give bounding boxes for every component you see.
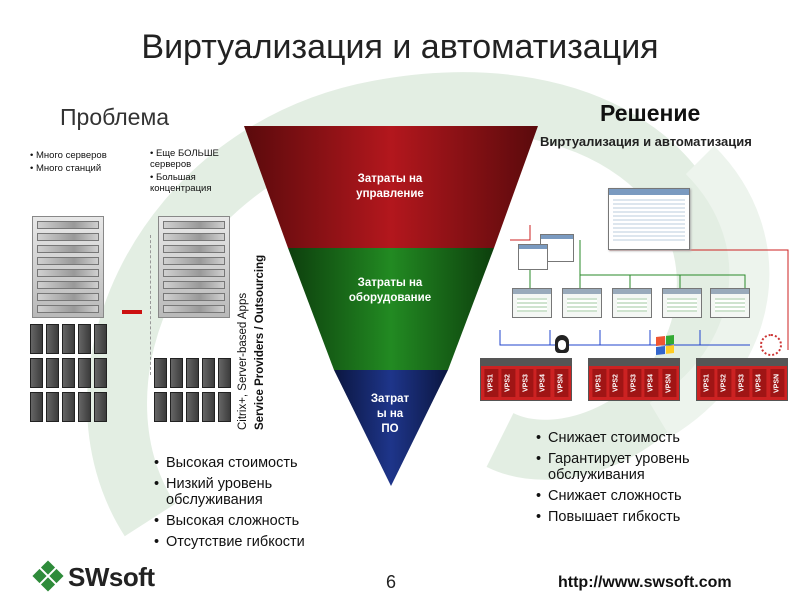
bullet-item: Снижает стоимость [534,430,774,446]
node-screenshot [710,288,750,318]
page-title: Виртуализация и автоматизация [0,28,800,67]
vps-label: VPS2 [501,369,515,397]
page-number: 6 [386,572,396,593]
problem-left-notes: Много серверов Много станций [30,150,140,176]
note-item: Еще БОЛЬШЕ серверов [150,148,242,170]
vps-label: VPS1 [700,369,714,397]
vps-label: VPS3 [627,369,641,397]
node-screenshot [612,288,652,318]
console-screenshot-small [518,244,548,270]
node-screenshot [512,288,552,318]
bullet-item: Высокая сложность [152,513,367,529]
swsoft-logo-text: SWsoft [68,562,155,593]
pyramid-top-label: Затраты на управление [350,172,430,202]
solution-subheading: Виртуализация и автоматизация [540,134,752,149]
node-screenshot [662,288,702,318]
swsoft-logo-icon [30,558,66,594]
linux-penguin-icon [555,335,569,353]
solution-heading: Решение [600,100,700,127]
vps-server-top [480,358,572,365]
solution-bullets: Снижает стоимость Гарантирует уровень об… [534,430,774,530]
divider-red-mark [122,310,142,314]
windows-logo-icon [656,335,674,355]
note-item: Много станций [30,163,140,174]
server-rack-icon [158,216,230,318]
note-item: Много серверов [30,150,140,161]
pyramid-bottom-label: Затрат ы на ПО [368,392,412,437]
pyramid-middle-segment [288,248,494,370]
vps-label: VPS4 [536,369,550,397]
vps-label: VPSN [662,369,676,397]
bullet-item: Снижает сложность [534,488,774,504]
problem-right-notes: Еще БОЛЬШЕ серверов Большая концентрация [150,148,242,196]
vps-server: VPS1 VPS2 VPS3 VPS4 VPSN [480,365,572,401]
vps-label: VPSN [554,369,568,397]
divider-line [150,235,151,375]
vps-label: VPS1 [592,369,606,397]
vps-server: VPS1 VPS2 VPS3 VPS4 VPSN [588,365,680,401]
problem-heading: Проблема [60,104,169,131]
vps-label: VPS3 [735,369,749,397]
node-screenshot [562,288,602,318]
workstations-icon [154,358,231,422]
note-item: Большая концентрация [150,172,242,194]
vps-server-top [588,358,680,365]
workstations-icon [30,324,107,422]
vps-label: VPSN [770,369,784,397]
bullet-item: Отсутствие гибкости [152,534,367,550]
vps-server-top [696,358,788,365]
vps-label: VPS3 [519,369,533,397]
vps-server: VPS1 VPS2 VPS3 VPS4 VPSN [696,365,788,401]
console-screenshot-main [608,188,690,250]
vps-label: VPS4 [752,369,766,397]
vps-label: VPS4 [644,369,658,397]
vps-label: VPS2 [717,369,731,397]
footer-url[interactable]: http://www.swsoft.com [558,574,732,592]
solaris-sun-icon [760,334,782,356]
vps-label: VPS2 [609,369,623,397]
vps-label: VPS1 [484,369,498,397]
bullet-item: Гарантирует уровень обслуживания [534,451,774,483]
bullet-item: Повышает гибкость [534,509,774,525]
pyramid-middle-label: Затраты на оборудование [340,276,440,306]
server-rack-icon [32,216,104,318]
